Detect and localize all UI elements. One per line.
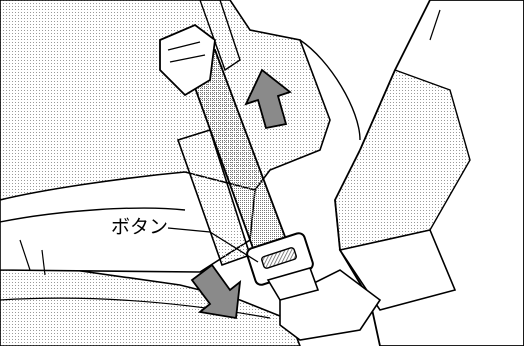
button-callout-label: ボタン [111,216,168,238]
seat-back [0,0,330,200]
